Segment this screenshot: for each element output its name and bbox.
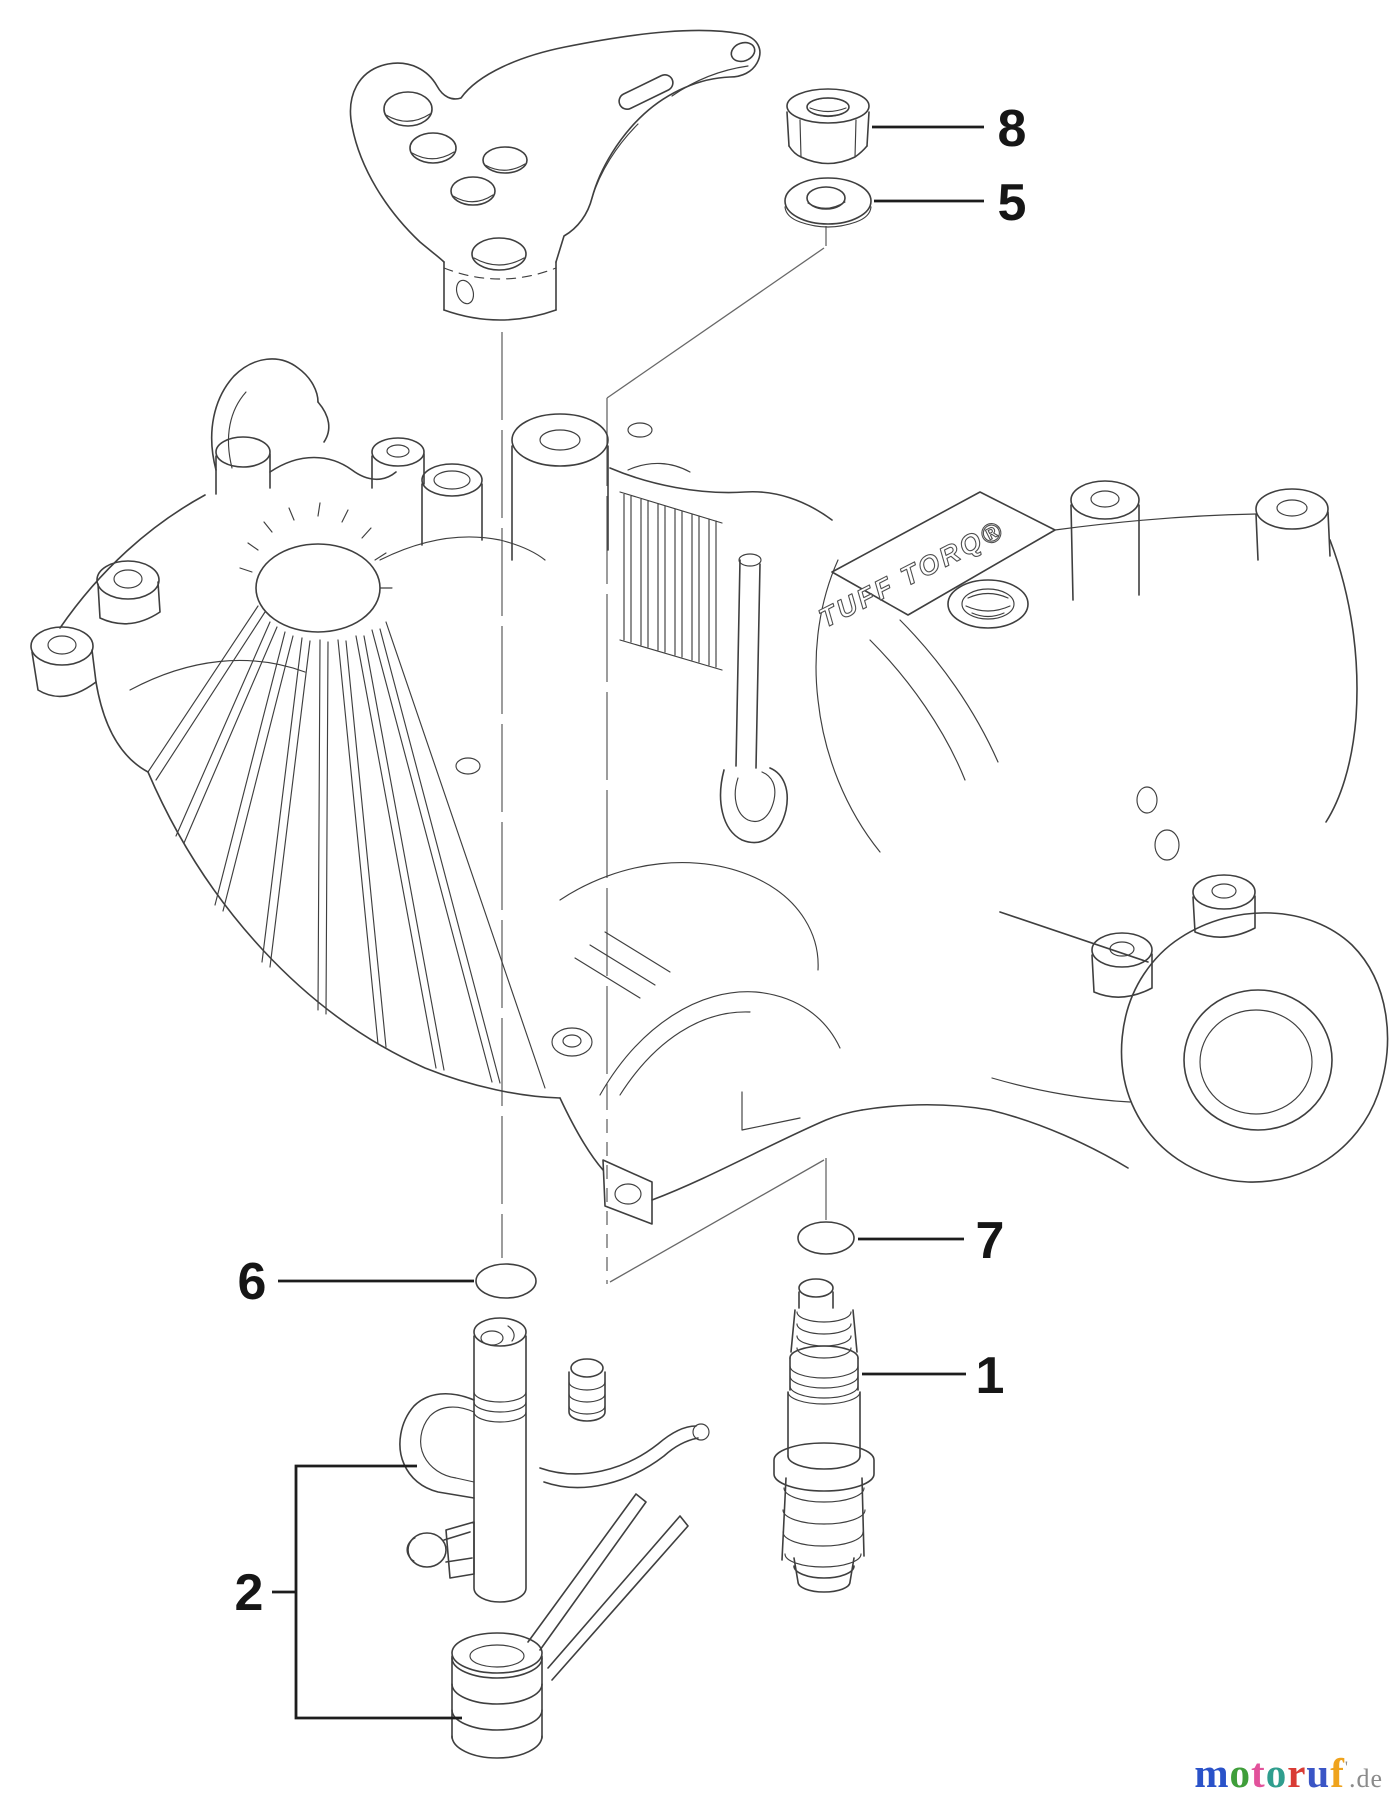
part-label-2: 2 <box>235 1564 264 1622</box>
oring-part-6 <box>475 1263 537 1299</box>
watermark-trademark: ' <box>1344 1757 1349 1777</box>
watermark-letter: r <box>1287 1750 1307 1796</box>
watermark: motoruf'.de <box>1194 1753 1383 1794</box>
watermark-letters: motoruf <box>1194 1750 1344 1796</box>
watermark-letter: m <box>1194 1750 1230 1796</box>
valve-part-1 <box>773 1278 875 1593</box>
part-label-6: 6 <box>238 1253 267 1311</box>
washer-part-5 <box>784 177 872 228</box>
part-label-1: 1 <box>976 1347 1005 1405</box>
control-lever <box>349 29 761 321</box>
watermark-letter: o <box>1265 1750 1288 1796</box>
part-label-7: 7 <box>976 1212 1005 1270</box>
watermark-suffix: .de <box>1348 1764 1383 1793</box>
watermark-letter: f <box>1330 1750 1345 1796</box>
part-2-bracket <box>294 1464 462 1720</box>
part-label-5: 5 <box>998 174 1027 232</box>
transaxle-housing: TUFF TORQ® <box>30 358 1389 1225</box>
leader-lines <box>272 125 984 1720</box>
nut-part-8 <box>786 88 870 165</box>
part-labels: 8 5 7 1 6 2 <box>235 100 1027 1622</box>
assembly-axis-lines <box>501 226 827 1284</box>
part-label-8: 8 <box>998 100 1027 158</box>
watermark-letter: o <box>1229 1750 1252 1796</box>
watermark-letter: t <box>1251 1750 1266 1796</box>
control-shaft-assembly-part-2 <box>399 1317 710 1759</box>
watermark-letter: u <box>1306 1750 1331 1796</box>
oring-part-7 <box>797 1221 855 1255</box>
